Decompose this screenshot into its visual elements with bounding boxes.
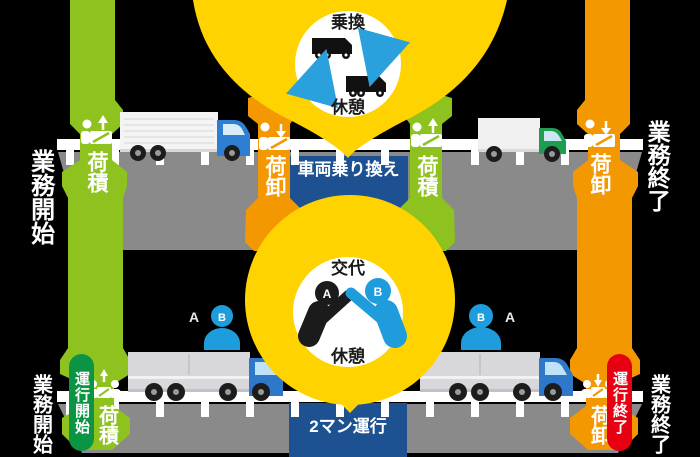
driver-swap-icon: A B [298, 278, 407, 348]
truck-wheels [145, 383, 270, 401]
two-man-banner-label: 2マン運行 [309, 417, 387, 437]
swap-driver-a-label: A [323, 287, 332, 301]
swap-driver-b-label: B [374, 285, 383, 299]
unload-icon [259, 122, 290, 150]
center-unload-ribbon [245, 84, 303, 251]
center-unload-label: 荷卸 [263, 155, 287, 197]
top-load-label: 荷積 [85, 151, 109, 193]
truck-top-left [120, 112, 250, 161]
swap-balloon-caption: 休憩 [331, 98, 365, 118]
center-load-label: 荷積 [415, 155, 439, 197]
swap-cycle-arrows [285, 27, 411, 109]
unload-icon [584, 119, 615, 147]
svg-text:B: B [477, 312, 485, 324]
shift-balloon-title: 交代 [331, 259, 365, 279]
balloon-tail [322, 384, 378, 413]
shift-balloon-caption: 休憩 [331, 347, 365, 367]
truck-window [223, 124, 245, 135]
left-driver-pair: A B [189, 305, 240, 350]
truck-top-right [478, 118, 566, 162]
left-load-ribbon [60, 0, 130, 450]
truck-window [545, 362, 567, 375]
bottom-business-end-label: 業務終了 [647, 374, 670, 454]
bottom-road [57, 391, 643, 457]
load-icon [411, 118, 442, 147]
bottom-unload-label: 荷卸 [587, 405, 610, 445]
driver-b-figure: B [204, 305, 240, 350]
swap-balloon-title: 乗換 [331, 13, 365, 33]
truck-window [255, 362, 277, 375]
top-business-end-label: 業務終了 [644, 120, 671, 212]
vehicle-swap-banner-label: 車両乗り換え [297, 160, 400, 180]
bottom-balloon: A B [245, 195, 455, 413]
operation-start-badge: 運行開始 [69, 354, 94, 451]
right-unload-ribbon [570, 0, 640, 450]
top-unload-label: 荷卸 [588, 153, 612, 195]
load-icon [81, 115, 112, 144]
top-business-start-label: 業務開始 [26, 149, 54, 245]
operation-end-badge: 運行終了 [607, 354, 632, 451]
top-balloon [193, 0, 507, 158]
svg-text:B: B [218, 312, 226, 324]
driver-b-figure: B [461, 304, 501, 350]
truck-wheels [486, 146, 560, 162]
driver-a-label: A [189, 309, 199, 325]
bottom-load-label: 荷積 [95, 405, 118, 445]
truck-bottom-right [420, 352, 573, 401]
truck-wheels [130, 145, 240, 161]
driver-a-label: A [505, 309, 515, 325]
bottom-business-start-label: 業務開始 [29, 374, 52, 454]
center-load-ribbon [397, 84, 455, 251]
right-driver-pair: B A [461, 304, 515, 350]
truck-window [544, 131, 562, 141]
truck-wheels [449, 383, 562, 401]
